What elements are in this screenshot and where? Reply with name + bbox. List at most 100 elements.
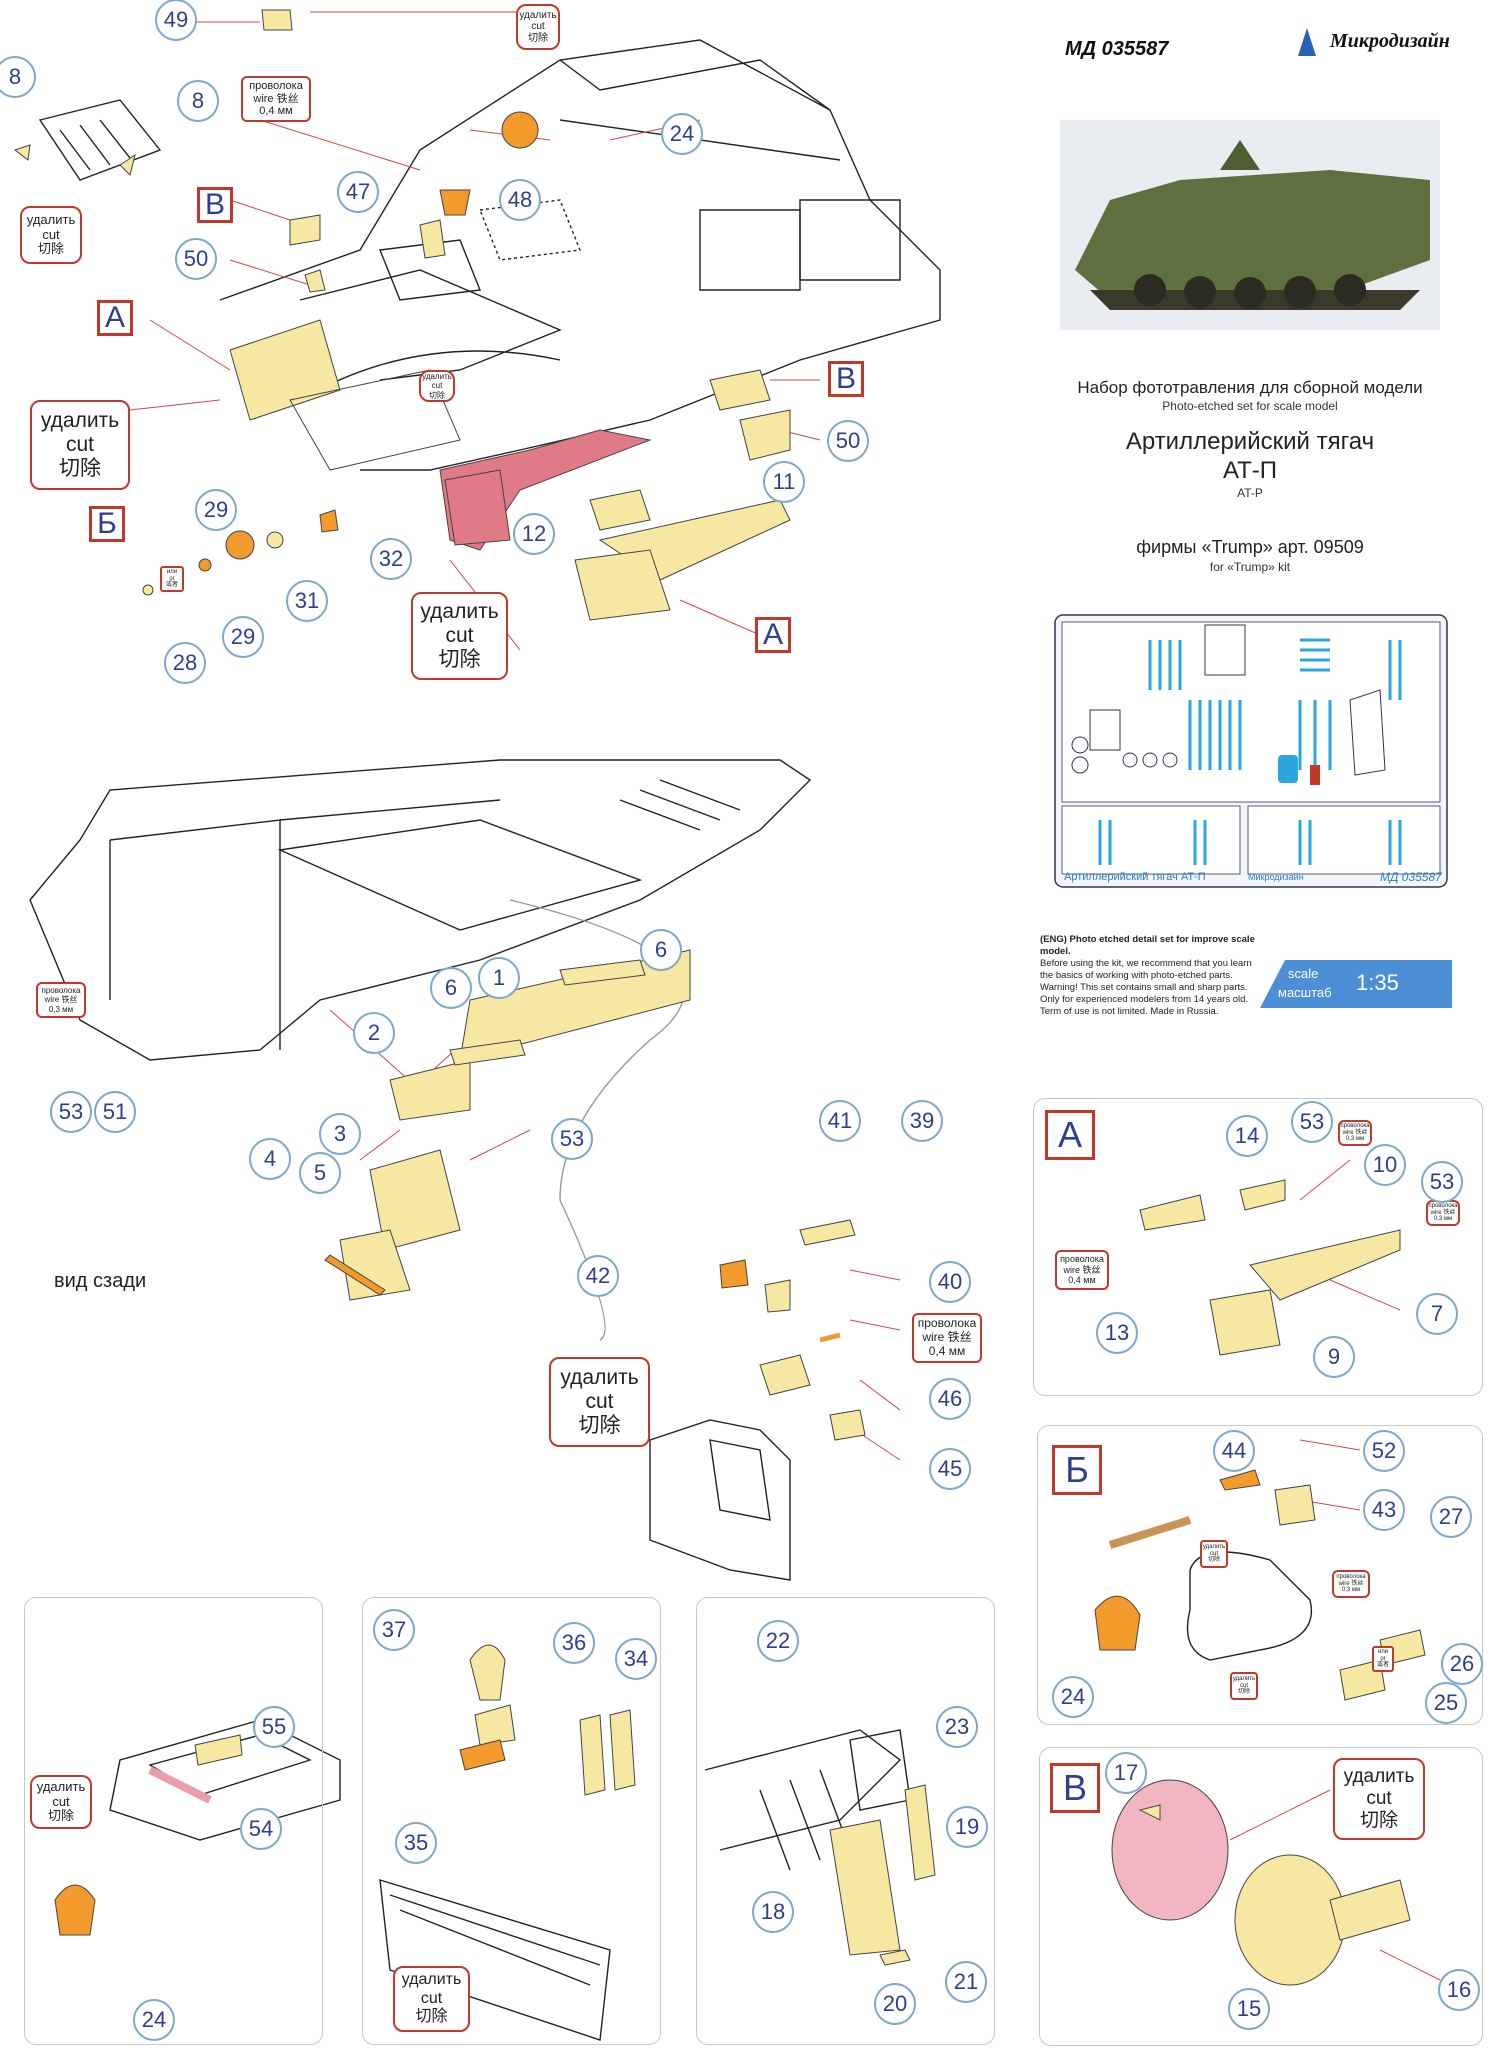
part-frame-top <box>289 369 461 471</box>
callout-53: 53 <box>1291 1101 1333 1143</box>
rear-hull-outline <box>29 759 812 1061</box>
callout-53: 53 <box>50 1091 92 1133</box>
section-letter-b: Б <box>1052 1445 1102 1495</box>
rear-frame <box>109 799 501 1050</box>
cut-en: cut <box>1239 1682 1248 1689</box>
section-letter-a: А <box>97 300 133 336</box>
wire-ru: проволока <box>1060 1254 1104 1265</box>
callout-50: 50 <box>175 238 217 280</box>
panel-bottom-left <box>24 1597 323 2045</box>
section-letter-b: Б <box>89 506 125 542</box>
cut-ru: удалить <box>36 1778 86 1794</box>
callout-50: 50 <box>827 420 869 462</box>
callout-53: 53 <box>1421 1161 1463 1203</box>
panel-bottom-mid <box>362 1597 661 2045</box>
callout-32: 32 <box>370 538 412 580</box>
callout-8: 8 <box>0 56 36 98</box>
part-46 <box>759 1354 811 1396</box>
callout-27: 27 <box>1430 1496 1472 1538</box>
callout-18: 18 <box>752 1891 794 1933</box>
bl-shaft <box>148 1766 212 1804</box>
wire-en: wire <box>44 995 60 1005</box>
callout-42: 42 <box>577 1255 619 1297</box>
part-red-grille <box>444 469 511 546</box>
callout-46: 46 <box>929 1378 971 1420</box>
part-37 <box>469 1644 506 1701</box>
model-name-ru: Артиллерийский тягач <box>1125 428 1375 455</box>
part-45 <box>829 1409 866 1441</box>
cut-zh: 切除 <box>438 648 481 672</box>
notice-line: Term of use is not limited. Made in Russ… <box>1040 1006 1219 1017</box>
grille-lines <box>59 119 131 171</box>
callout-8: 8 <box>177 80 219 122</box>
part-24-bl <box>54 1884 96 1936</box>
or-zh: 或者 <box>1376 1662 1389 1669</box>
callout-53: 53 <box>551 1118 593 1160</box>
callout-12: 12 <box>513 513 555 555</box>
callout-13: 13 <box>1096 1312 1138 1354</box>
wire-ru: проволока <box>1336 1573 1366 1580</box>
panel-v <box>1039 1747 1483 2046</box>
part-13-14 <box>1139 1194 1206 1231</box>
rear-deck <box>277 819 643 931</box>
part-V-right <box>709 369 771 411</box>
part-35 <box>459 1739 506 1771</box>
callout-34: 34 <box>615 1638 657 1680</box>
callout-51: 51 <box>94 1091 136 1133</box>
set-title-ru: Набор фототравления для сборной модели <box>1077 378 1423 397</box>
scale-label-ru: масштаб <box>1278 985 1332 1000</box>
part-9-top <box>574 549 671 621</box>
brand-name: Микродизайн <box>1330 30 1450 52</box>
notice-line: the basics of working with photo-etched … <box>1040 970 1233 981</box>
callout-4: 4 <box>249 1138 291 1180</box>
wire-size: 0,4 мм <box>928 1343 966 1358</box>
callout-10: 10 <box>1364 1144 1406 1186</box>
part-43 <box>1274 1484 1316 1526</box>
part-B-top <box>289 214 321 246</box>
vehicle-photo <box>1060 120 1440 330</box>
panel-bottom-right <box>696 1597 995 2045</box>
cut-zh: 切除 <box>47 1808 74 1824</box>
b-rod <box>1108 1516 1192 1549</box>
cut-ru: удалить <box>401 1971 462 1989</box>
rear-view-label: вид сзади <box>54 1270 147 1292</box>
scale-banner <box>1260 960 1452 1008</box>
part-50-left <box>304 269 326 293</box>
callout-6: 6 <box>430 967 472 1009</box>
wire-zh: 铁丝 <box>1443 1209 1456 1216</box>
bm-track-lines <box>389 1894 601 1986</box>
part-5 <box>339 1229 411 1301</box>
wire-zh: 铁丝 <box>61 995 78 1005</box>
product-code: МД 035587 <box>1065 38 1169 60</box>
callout-44: 44 <box>1213 1430 1255 1472</box>
wire-size: 0,3 мм <box>1433 1216 1453 1223</box>
part-9-A <box>1209 1289 1281 1356</box>
part-36 <box>474 1704 516 1746</box>
part-6-b <box>449 1039 526 1066</box>
wire-ru: проволока <box>1340 1122 1370 1129</box>
callout-55: 55 <box>253 1706 295 1748</box>
cut-zh: 切除 <box>37 241 64 257</box>
part-42 <box>719 1259 749 1289</box>
fret-code: МД 035587 <box>1380 870 1442 884</box>
cut-label: удалить cut 切除 <box>20 206 82 264</box>
callout-35: 35 <box>395 1822 437 1864</box>
cut-en: cut <box>52 1793 70 1809</box>
part-wire-mid <box>819 1332 841 1343</box>
wire-en: wire <box>1338 1580 1350 1587</box>
callout-36: 36 <box>553 1622 595 1664</box>
callout-37: 37 <box>373 1609 415 1651</box>
section-letter-v: В <box>828 361 864 397</box>
wire-ru: проволока <box>1428 1202 1458 1209</box>
cut-label: удалить cut 切除 <box>549 1357 650 1447</box>
or-zh: 或者 <box>165 582 178 589</box>
cut-label: удалить cut 切除 <box>30 1775 92 1829</box>
callout-22: 22 <box>757 1620 799 1662</box>
part-48 <box>439 189 471 216</box>
scale-label-en: scale <box>1288 966 1319 981</box>
part-34-b <box>609 1709 636 1791</box>
part-49 <box>261 9 293 31</box>
hull-box-1 <box>699 209 801 291</box>
